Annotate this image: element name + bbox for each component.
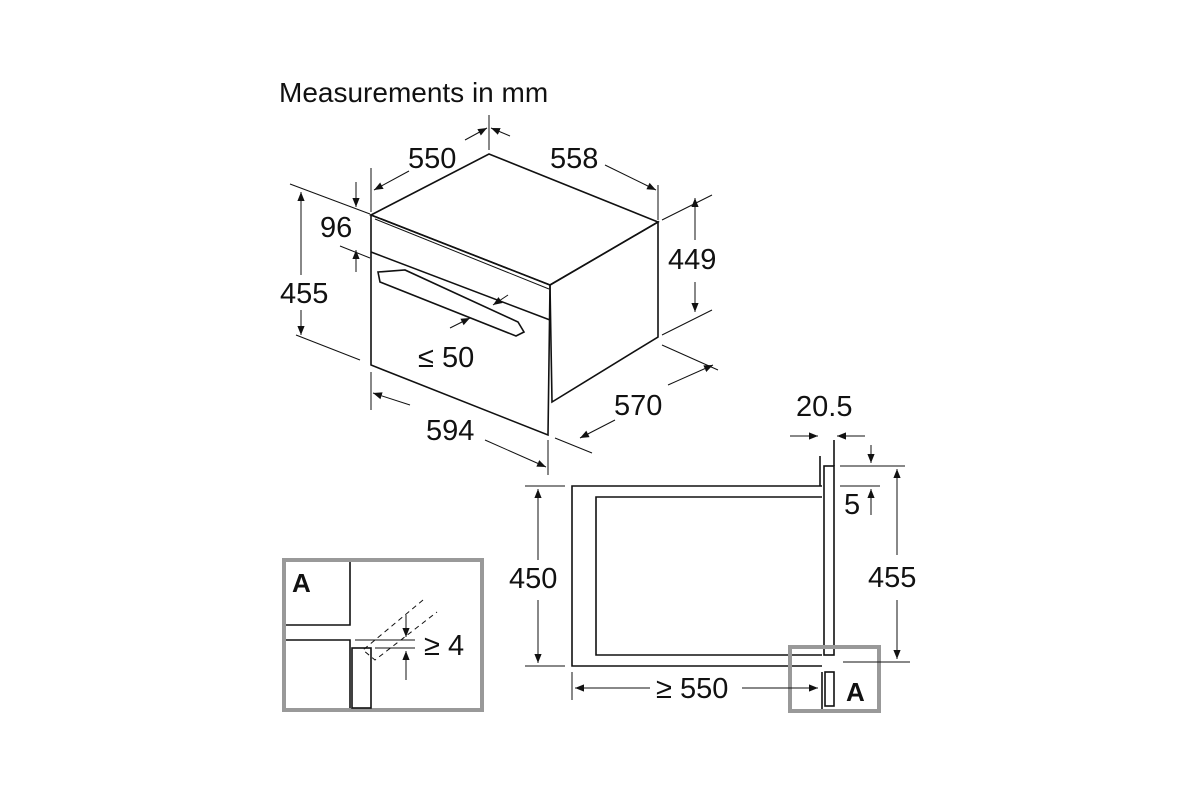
handle-projection-label: ≤ 50 — [418, 342, 474, 374]
door-handle — [377, 269, 526, 337]
niche-front-height-label: 455 — [868, 562, 916, 594]
niche-section: A 20.5 5 450 455 ≥ 550 — [509, 391, 916, 713]
appliance-side — [549, 220, 659, 404]
detail-a-marker-label: A — [846, 677, 865, 707]
appliance-isometric: 550 558 96 455 449 ≤ 50 570 594 — [280, 115, 719, 475]
detail-a-label: A — [292, 568, 311, 598]
width-back-label: 558 — [550, 143, 598, 175]
body-height-label: 449 — [668, 244, 716, 276]
front-height-label: 455 — [280, 278, 328, 310]
front-width-label: 594 — [426, 415, 474, 447]
niche-depth-label: ≥ 550 — [656, 673, 728, 705]
gap-label: ≥ 4 — [424, 630, 464, 662]
appliance-front — [370, 213, 551, 437]
detail-a-inset: A ≥ 4 — [282, 558, 484, 712]
depth-top-label: 550 — [408, 143, 456, 175]
control-panel-divider — [370, 251, 551, 321]
detail-a-marker — [788, 645, 881, 713]
niche-height-label: 450 — [509, 563, 557, 595]
total-depth-label: 570 — [614, 390, 662, 422]
panel-height-label: 96 — [320, 212, 352, 244]
panel-thickness-label: 20.5 — [796, 391, 852, 423]
diagram-title: Measurements in mm — [279, 77, 548, 108]
front-panel — [823, 465, 835, 656]
panel-offset-label: 5 — [844, 489, 860, 521]
